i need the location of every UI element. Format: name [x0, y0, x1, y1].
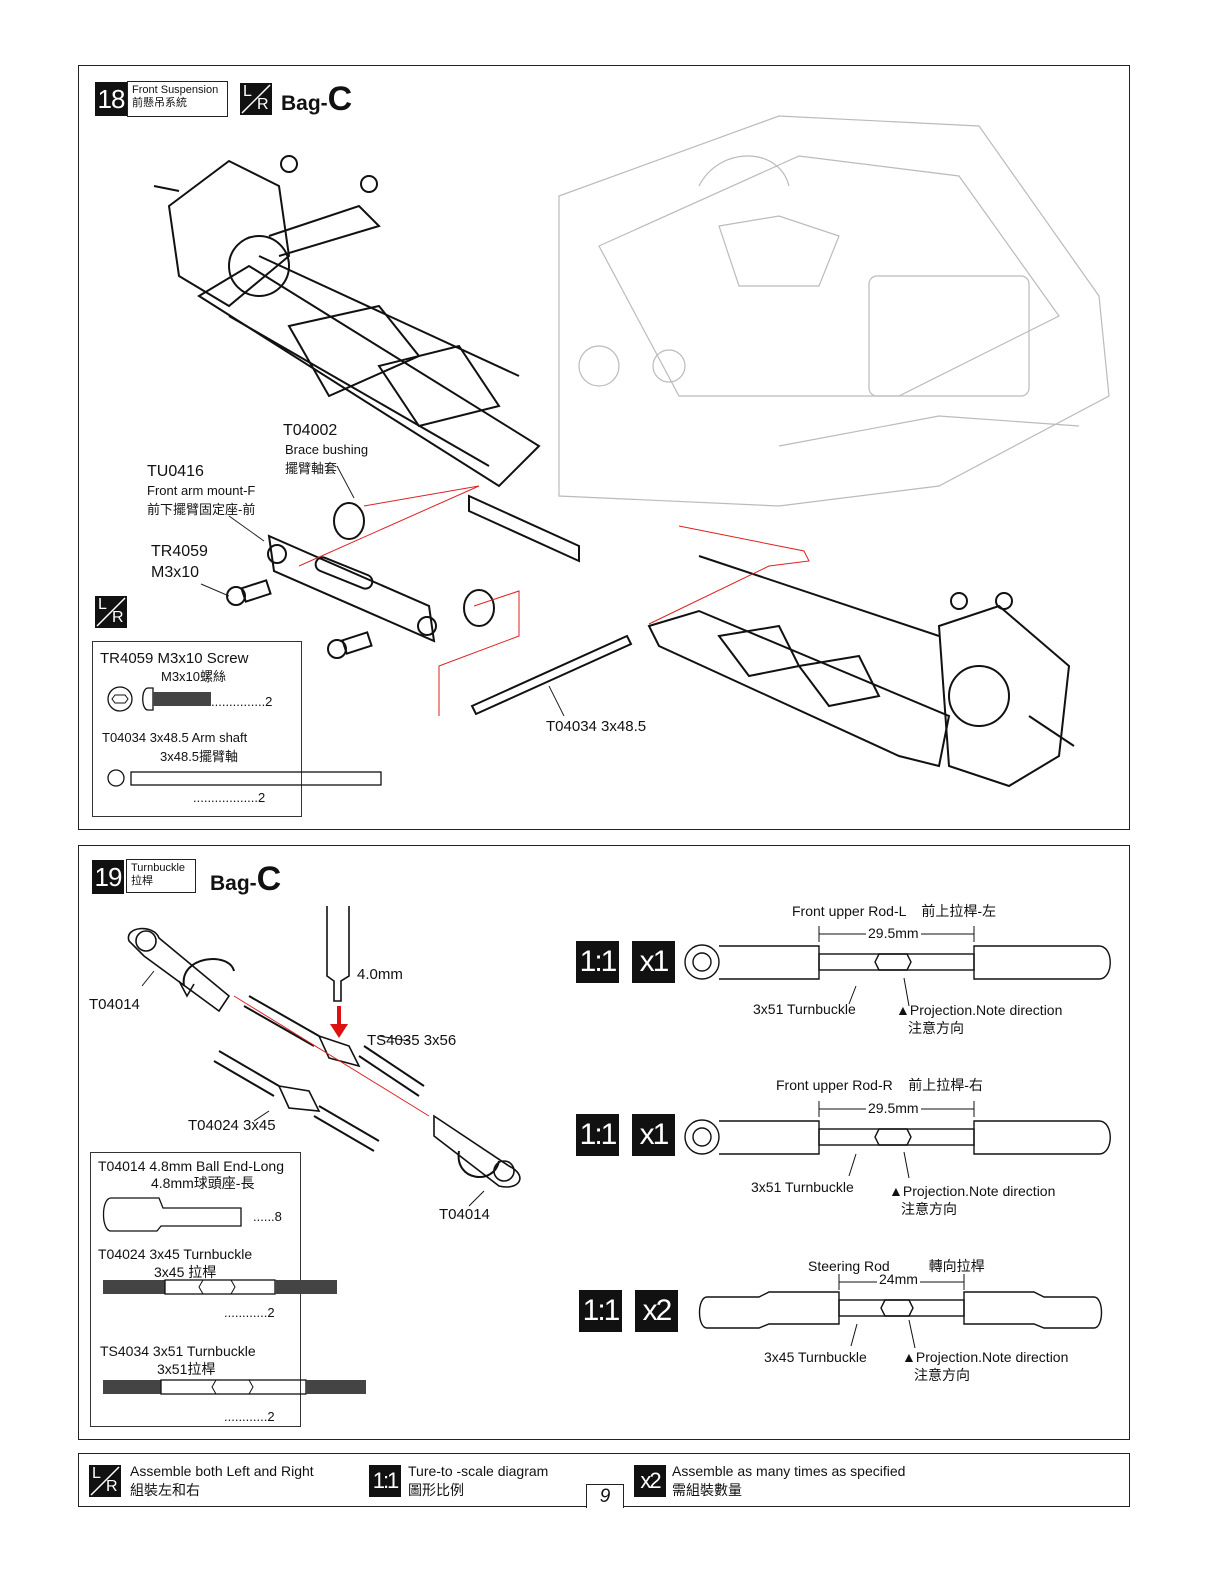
rod-1-length: 29.5mm — [866, 925, 921, 941]
rod-1-note-en: ▲Projection.Note direction — [896, 1002, 1063, 1018]
shaft-zh: 3x48.5擺臂軸 — [160, 749, 239, 764]
screw-zh: M3x10螺絲 — [161, 669, 227, 684]
tb51-zh: 3x51拉桿 — [157, 1361, 216, 1377]
legend-scale-en: Ture-to -scale diagram — [408, 1463, 549, 1479]
tb45-title: T04024 3x45 Turnbuckle — [98, 1246, 253, 1262]
legend-lr-en: Assemble both Left and Right — [130, 1463, 314, 1479]
rod-2-part: 3x51 Turnbuckle — [751, 1179, 854, 1195]
shaft-qty: ..................2 — [193, 790, 266, 805]
front-suspension-drawing — [153, 115, 1110, 788]
bag-letter: C — [327, 80, 353, 118]
t04024-label: T04024 3x45 — [188, 1117, 276, 1134]
step-number: 18 — [95, 82, 127, 116]
step-title-en: Turnbuckle — [131, 862, 186, 874]
legend-scale-zh: 圖形比例 — [408, 1482, 464, 1498]
bag-letter: C — [256, 860, 282, 898]
page-number-box: 9 — [586, 1484, 624, 1508]
bag-prefix: Bag- — [281, 92, 328, 115]
legend-count-zh: 需組裝數量 — [672, 1482, 742, 1498]
legend-count-en: Assemble as many times as specified — [672, 1463, 906, 1479]
rod-2-length: 29.5mm — [866, 1100, 921, 1116]
t04034-label: T04034 3x48.5 — [546, 718, 647, 735]
tu0416-name-en: Front arm mount-F — [147, 483, 256, 498]
rod-1-note-zh: 注意方向 — [908, 1020, 964, 1036]
step18-parts-box: TR4059 M3x10 Screw M3x10螺絲 .............… — [92, 641, 382, 817]
rod-3-count-badge: x2 — [635, 1290, 678, 1332]
screw-title: TR4059 M3x10 Screw — [100, 650, 249, 667]
bag-label: Bag-C — [210, 860, 281, 899]
step-title-zh: 前懸吊系統 — [132, 97, 187, 109]
turnbuckle-drawing — [127, 906, 521, 1207]
t04002-name-en: Brace bushing — [285, 442, 369, 457]
ball-end-zh: 4.8mm球頭座-長 — [151, 1175, 255, 1191]
tb45-zh: 3x45 拉桿 — [154, 1264, 217, 1280]
bag-label: Bag-C — [281, 80, 352, 119]
ball-end-title: T04014 4.8mm Ball End-Long — [98, 1158, 284, 1174]
rod-1-scale-badge: 1:1 — [576, 941, 619, 983]
ball-end-qty: ......8 — [253, 1209, 282, 1224]
t04014-left-label: T04014 — [89, 996, 140, 1013]
rod-3-scale-badge: 1:1 — [579, 1290, 622, 1332]
step-title-zh: 拉桿 — [131, 875, 153, 887]
rod-1-part: 3x51 Turnbuckle — [753, 1001, 856, 1017]
screw-qty: ...............2 — [211, 694, 273, 709]
step-number: 19 — [92, 860, 124, 894]
step-title-en: Front Suspension — [132, 84, 219, 96]
screw-icon — [107, 686, 382, 787]
shaft-title: T04034 3x48.5 Arm shaft — [102, 730, 248, 745]
rod-2-count-badge: x1 — [632, 1114, 675, 1156]
step-19-panel: 19 Turnbuckle 拉桿 Bag-C — [78, 845, 1130, 1440]
legend-count-badge: x2 — [634, 1465, 666, 1497]
page-number: 9 — [599, 1486, 611, 1507]
rod-2-note-en: ▲Projection.Note direction — [889, 1183, 1056, 1199]
tb51-title: TS4034 3x51 Turnbuckle — [100, 1343, 256, 1359]
legend-lr-zh: 組裝左和右 — [130, 1482, 200, 1498]
rod-3-part: 3x45 Turnbuckle — [764, 1349, 867, 1365]
tb51-qty: ............2 — [224, 1409, 275, 1424]
rod-2-note-zh: 注意方向 — [901, 1201, 957, 1217]
step-title: Front Suspension 前懸吊系統 — [127, 81, 228, 117]
wrench-size: 4.0mm — [357, 966, 403, 983]
rod-3-note-en: ▲Projection.Note direction — [902, 1349, 1069, 1365]
t04002-code: T04002 — [283, 422, 338, 439]
tb45-qty: ............2 — [224, 1305, 275, 1320]
tr4059-code: TR4059 — [151, 543, 208, 560]
rod-3-title: Steering Rod 轉向拉桿 — [808, 1258, 985, 1274]
legend-scale-badge: 1:1 — [369, 1465, 401, 1497]
bag-prefix: Bag- — [210, 872, 257, 895]
tu0416-name-zh: 前下擺臂固定座-前 — [147, 502, 256, 517]
ball-end-icon — [102, 1197, 366, 1395]
t04002-name-zh: 擺臂軸套 — [285, 461, 338, 476]
ts4035-label: TS4035 3x56 — [367, 1032, 457, 1049]
rod-1-count-badge: x1 — [632, 941, 675, 983]
rod-2-title: Front upper Rod-R 前上拉桿-右 — [776, 1077, 983, 1093]
tu0416-code: TU0416 — [147, 463, 204, 480]
step19-parts-box: T04014 4.8mm Ball End-Long 4.8mm球頭座-長 ..… — [90, 1152, 366, 1427]
rod-3-drawing — [698, 1274, 1103, 1349]
tr4059-size: M3x10 — [151, 564, 200, 581]
step-title: Turnbuckle 拉桿 — [126, 859, 196, 893]
rod-3-note-zh: 注意方向 — [914, 1367, 970, 1383]
rod-3-length: 24mm — [877, 1271, 920, 1287]
rod-1-title: Front upper Rod-L 前上拉桿-左 — [792, 903, 997, 919]
rod-2-scale-badge: 1:1 — [576, 1114, 619, 1156]
t04014-right-label: T04014 — [439, 1206, 490, 1223]
